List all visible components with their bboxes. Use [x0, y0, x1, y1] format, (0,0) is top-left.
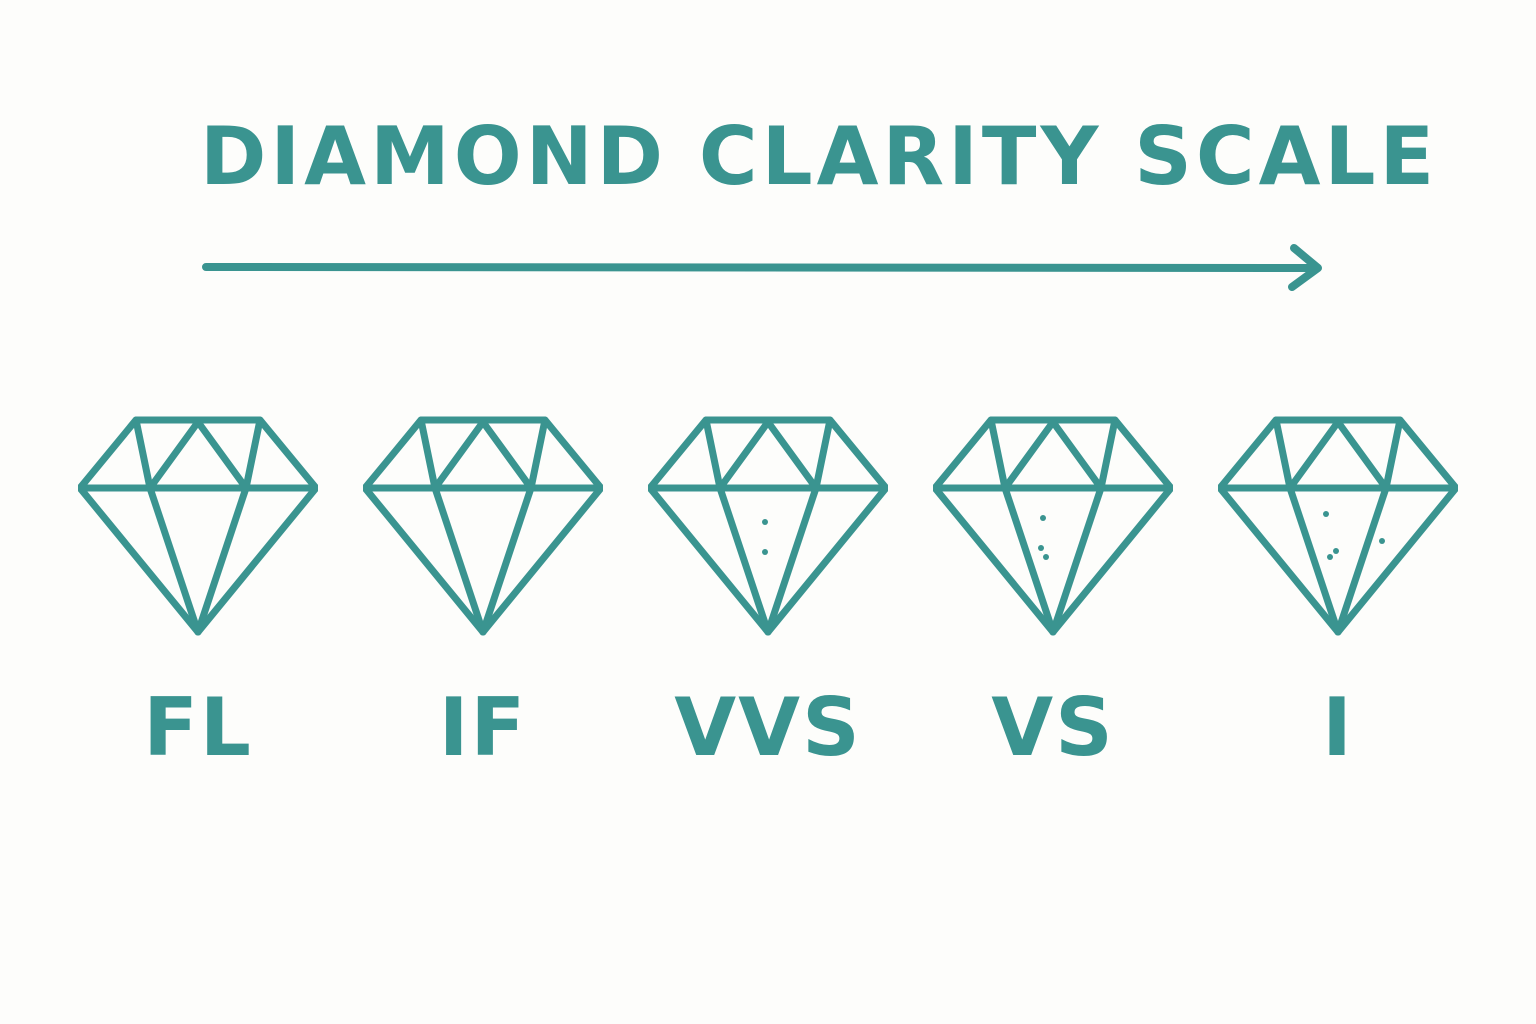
diamond-facet-line: [1001, 484, 1057, 636]
diamond-facet-line: [363, 416, 603, 636]
diamond-facet-line: [987, 416, 1009, 492]
diamond-facet-line: [242, 416, 264, 492]
diamond-facet-line: [146, 418, 250, 492]
inclusion-dot: [1379, 538, 1385, 544]
diamond-facet-line: [431, 418, 535, 492]
diamond-facet-line: [194, 484, 250, 636]
diamond-facet-line: [933, 416, 1173, 636]
diamond-icon: [363, 416, 603, 636]
inclusion-dot: [762, 549, 768, 555]
diamond-facet-line: [479, 484, 535, 636]
diamond-facet-line: [1001, 418, 1105, 492]
diamond-facet-line: [431, 484, 487, 636]
grade-if: IF: [363, 416, 603, 860]
diamond-icon: [648, 416, 888, 636]
diamond-facet-line: [812, 416, 834, 492]
inclusion-dot: [1040, 515, 1046, 521]
grade-i: I: [1218, 416, 1458, 860]
inclusion-dot: [1038, 545, 1044, 551]
diamond-facet-line: [716, 484, 772, 636]
diamond-icon: [1218, 416, 1458, 636]
inclusion-dot: [762, 519, 768, 525]
diamond-facet-line: [702, 416, 724, 492]
diamond-facet-line: [1286, 418, 1390, 492]
inclusion-dot: [1043, 554, 1049, 560]
grade-label-vs: VS: [991, 681, 1115, 774]
diamond-facet-line: [417, 416, 439, 492]
grade-vs: VS: [933, 416, 1173, 860]
diamond-facet-line: [78, 416, 318, 636]
diamond-facet-line: [1382, 416, 1404, 492]
diamond-facet-line: [132, 416, 154, 492]
inclusion-dot: [1323, 511, 1329, 517]
diamond-facet-line: [648, 416, 888, 636]
diamond-facet-line: [527, 416, 549, 492]
diamond-facet-line: [146, 484, 202, 636]
diamond-facet-line: [716, 418, 820, 492]
right-arrow-icon: [202, 244, 1322, 291]
diamond-facet-line: [1218, 416, 1458, 636]
grade-vvs: VVS: [648, 416, 888, 860]
inclusion-dot: [1333, 548, 1339, 554]
diamond-facet-line: [1272, 416, 1294, 492]
diamond-facet-line: [1286, 484, 1342, 636]
diamond-facet-line: [764, 484, 820, 636]
grade-label-i: I: [1322, 681, 1354, 774]
diamond-facet-line: [1049, 484, 1105, 636]
diamond-facet-line: [1097, 416, 1119, 492]
inclusion-dot: [1327, 554, 1333, 560]
diamond-icon: [933, 416, 1173, 636]
grade-fl: FL: [78, 416, 318, 860]
diamond-facet-line: [1334, 484, 1390, 636]
page-title: DIAMOND CLARITY SCALE: [200, 110, 1439, 203]
grade-label-if: IF: [438, 681, 528, 774]
grade-label-fl: FL: [143, 681, 253, 774]
grade-label-vvs: VVS: [674, 681, 862, 774]
diamond-icon: [78, 416, 318, 636]
